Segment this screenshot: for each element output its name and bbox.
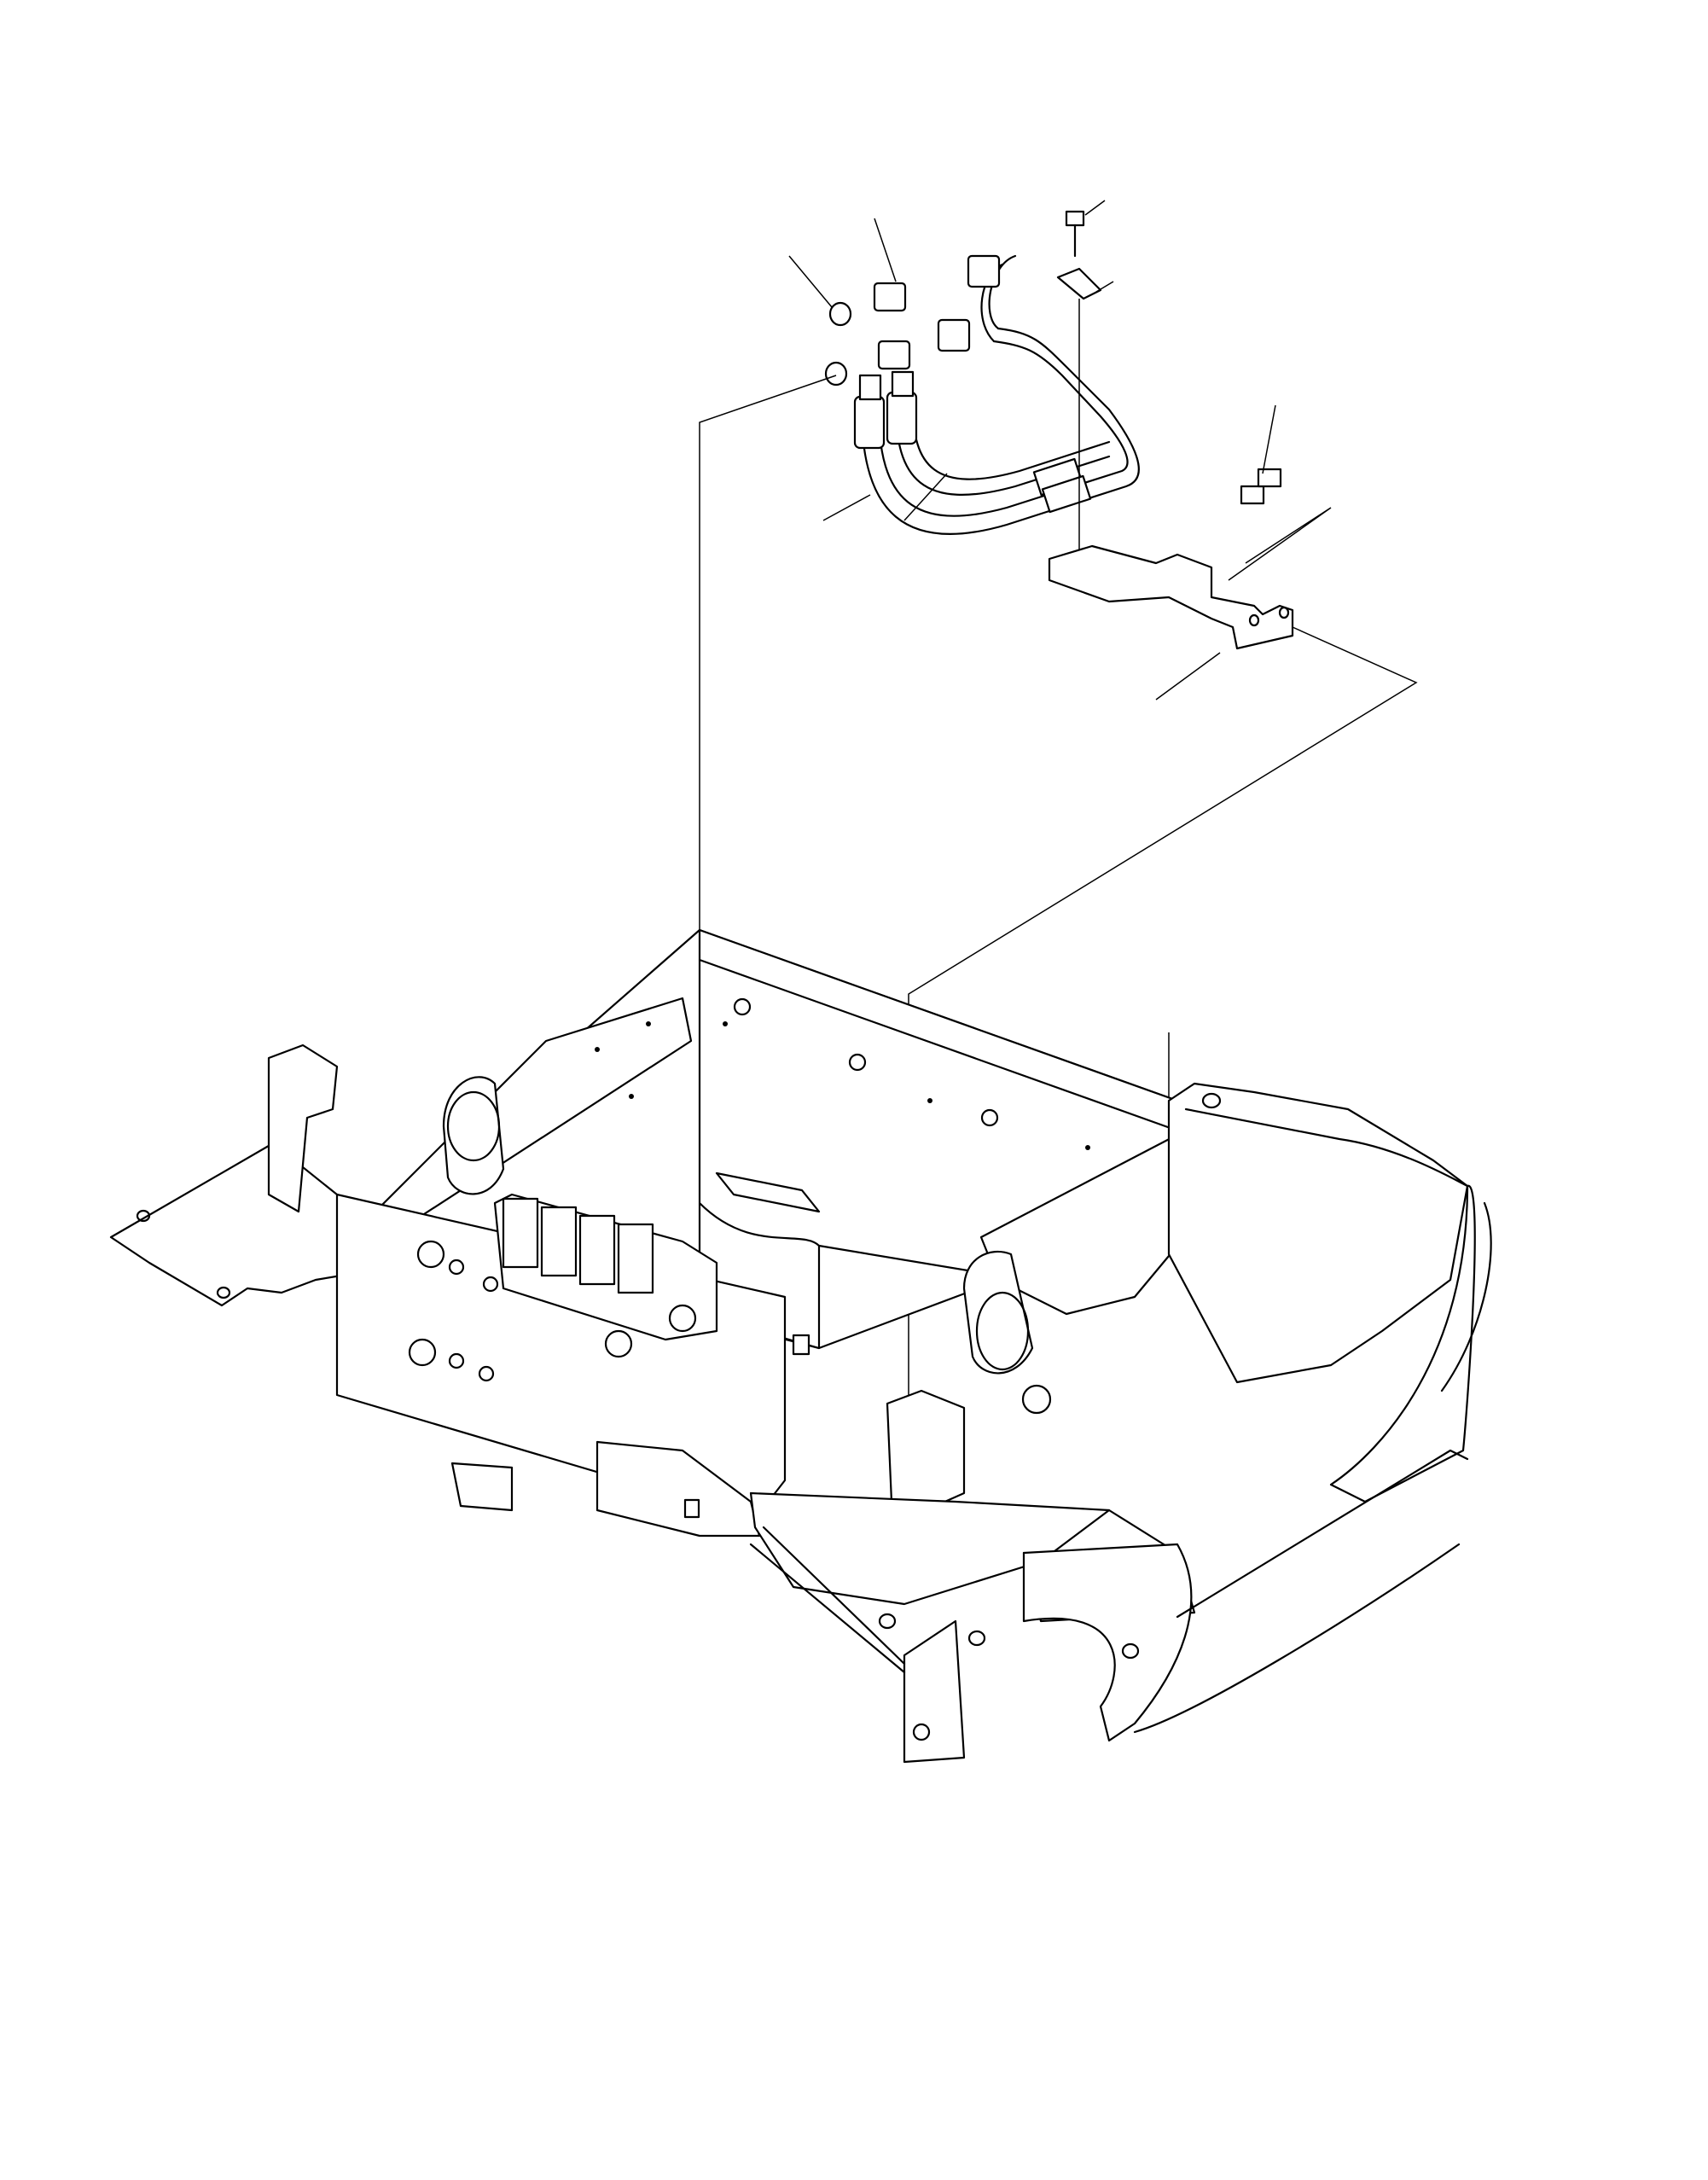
clamp [1056,267,1102,555]
frame-assembly [109,928,1492,1764]
exploded-parts [699,200,1418,1450]
fitting [873,254,1001,370]
bracket [1048,544,1294,650]
control-valve [493,1193,718,1341]
leader-lines [788,200,1276,701]
bolt [1240,468,1282,505]
o-ring [824,301,852,387]
bolt [1065,210,1085,258]
